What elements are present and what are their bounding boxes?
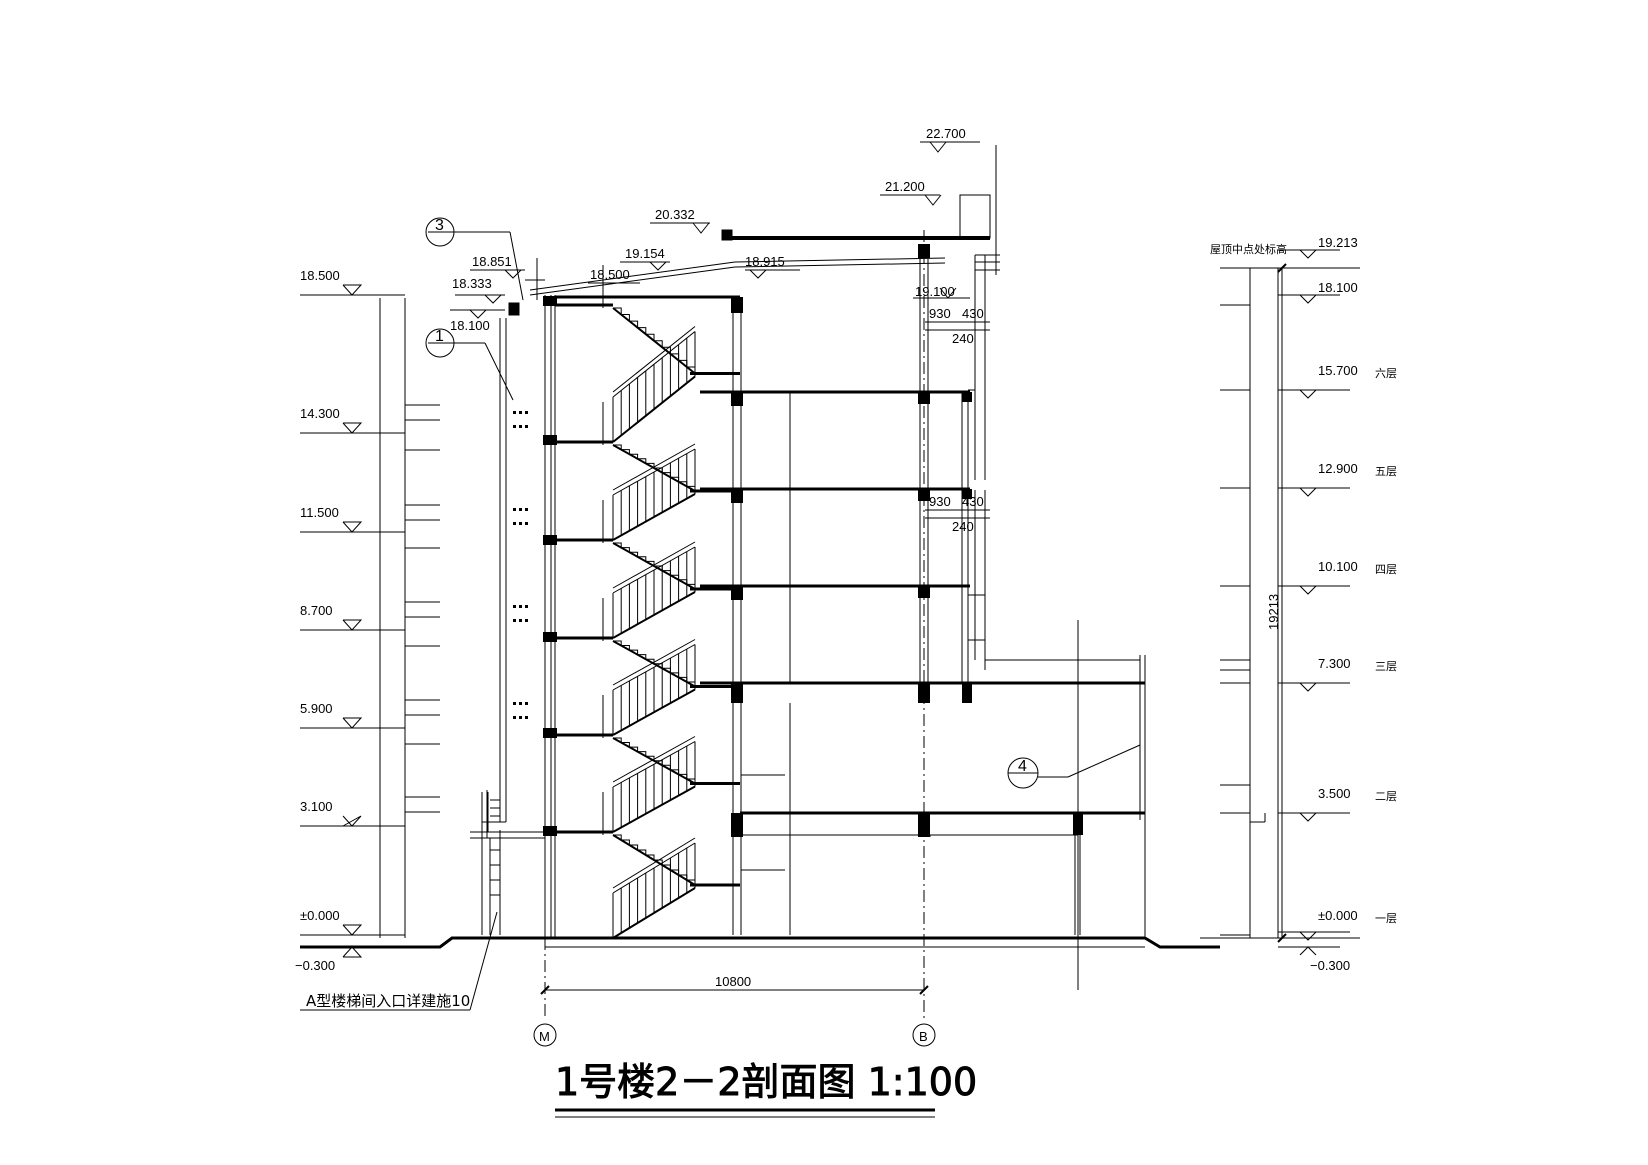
level-18333: 18.333 bbox=[452, 276, 492, 291]
left-level-scale bbox=[300, 284, 440, 958]
right-level-scale bbox=[1200, 249, 1360, 956]
wall-dimensions bbox=[925, 321, 990, 519]
axis-label-m: M bbox=[539, 1029, 550, 1044]
stair-outer-wall bbox=[543, 295, 557, 938]
level-21200: 21.200 bbox=[885, 179, 925, 194]
level-19154: 19.154 bbox=[625, 246, 665, 261]
interior-walls bbox=[732, 255, 1146, 990]
right-level-19213: 19.213 bbox=[1318, 235, 1358, 250]
right-level-7300: 7.300 bbox=[1318, 656, 1351, 671]
right-level-labels: 屋顶中点处标高 19.213 18.100 15.700 六层 12.900 五… bbox=[1210, 235, 1397, 973]
level-3100: 3.100 bbox=[300, 799, 333, 814]
level-19100: 19.100 bbox=[915, 284, 955, 299]
axis-bubble-m bbox=[533, 1023, 557, 1047]
level-8700: 8.700 bbox=[300, 603, 333, 618]
right-scale-header: 屋顶中点处标高 bbox=[1210, 242, 1287, 256]
level-14300: 14.300 bbox=[300, 406, 340, 421]
dim-240-b: 240 bbox=[952, 519, 974, 534]
level-18500-roof: 18.500 bbox=[590, 267, 630, 282]
detail-bubble-1 bbox=[425, 328, 514, 401]
bubble-3-label: 3 bbox=[435, 217, 444, 234]
stair-flights bbox=[555, 265, 740, 939]
level-18915: 18.915 bbox=[745, 254, 785, 269]
left-level-labels: 18.500 14.300 11.500 8.700 5.900 3.100 ±… bbox=[295, 268, 340, 973]
level-20332: 20.332 bbox=[655, 207, 695, 222]
right-level-3500: 3.500 bbox=[1318, 786, 1351, 801]
level-18851: 18.851 bbox=[472, 254, 512, 269]
right-level-18100: 18.100 bbox=[1318, 280, 1358, 295]
floor-label-5: 五层 bbox=[1375, 465, 1397, 478]
right-level-10100: 10.100 bbox=[1318, 559, 1358, 574]
roof bbox=[525, 145, 1000, 300]
floor-label-4: 四层 bbox=[1375, 563, 1397, 576]
right-level-12900: 12.900 bbox=[1318, 461, 1358, 476]
right-level-0000: ±0.000 bbox=[1318, 908, 1358, 923]
floor-label-3: 三层 bbox=[1375, 660, 1397, 673]
detail-bubble-3 bbox=[425, 217, 524, 301]
exterior-facade bbox=[470, 302, 545, 935]
ground-line bbox=[300, 936, 1220, 949]
dim-930-a: 930 bbox=[929, 306, 951, 321]
level-minus-0300: −0.300 bbox=[295, 958, 335, 973]
floor-label-6: 六层 bbox=[1375, 367, 1397, 380]
level-18100: 18.100 bbox=[450, 318, 490, 333]
dim-10800: 10800 bbox=[715, 974, 751, 989]
dim-240-a: 240 bbox=[952, 331, 974, 346]
top-elevation-labels: 22.700 21.200 20.332 19.154 18.915 18.85… bbox=[450, 126, 966, 333]
dim-430-a: 430 bbox=[962, 306, 984, 321]
level-18500: 18.500 bbox=[300, 268, 340, 283]
top-elevation-markers bbox=[450, 141, 980, 319]
drawing-title: 1号楼2－2剖面图 1:100 bbox=[555, 1060, 977, 1104]
level-5900: 5.900 bbox=[300, 701, 333, 716]
dim-430-b: 430 bbox=[962, 494, 984, 509]
floor-label-2: 二层 bbox=[1375, 790, 1397, 803]
detail-bubble-4 bbox=[1007, 744, 1141, 789]
wall-dimension-labels: 930 430 240 930 430 240 bbox=[929, 306, 984, 534]
bubble-4-label: 4 bbox=[1018, 758, 1027, 775]
dim-930-b: 930 bbox=[929, 494, 951, 509]
floor-label-1: 一层 bbox=[1375, 912, 1397, 925]
slab-joints bbox=[731, 244, 1083, 837]
axis-lines bbox=[544, 230, 925, 1020]
entrance-leader bbox=[300, 911, 498, 1011]
axis-bubble-b bbox=[912, 1023, 936, 1047]
entrance-note: A型楼梯间入口详建施10 bbox=[306, 992, 470, 1010]
right-level-15700: 15.700 bbox=[1318, 363, 1358, 378]
bubble-1-label: 1 bbox=[435, 328, 444, 345]
axis-label-b: B bbox=[919, 1029, 928, 1044]
span-dimension bbox=[540, 985, 929, 995]
level-11500: 11.500 bbox=[300, 505, 339, 520]
right-level-minus-0300: −0.300 bbox=[1310, 958, 1350, 973]
level-0000: ±0.000 bbox=[300, 908, 340, 923]
level-22700: 22.700 bbox=[926, 126, 966, 141]
dim-19213: 19213 bbox=[1266, 594, 1281, 630]
